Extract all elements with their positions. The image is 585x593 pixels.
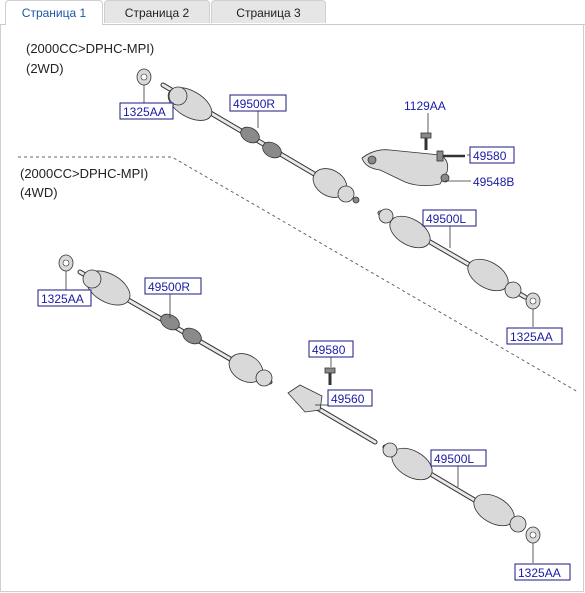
svg-text:49500L: 49500L xyxy=(426,212,466,226)
svg-text:1325AA: 1325AA xyxy=(510,330,553,344)
part-label-49500l-2wd[interactable]: 49500L xyxy=(422,209,477,227)
group-2wd-engine: (2000CC>DPHC-MPI) xyxy=(26,41,154,56)
tab-page-2[interactable]: Страница 2 xyxy=(104,0,210,23)
part-label-49500l-4wd[interactable]: 49500L xyxy=(430,449,487,467)
part-label-1129aa[interactable]: 1129AA xyxy=(404,99,446,113)
drive-shaft-left-2wd xyxy=(377,208,528,300)
part-label-49548b[interactable]: 49548B xyxy=(473,175,514,189)
hub-nut-2wd xyxy=(136,68,152,86)
svg-text:1325AA: 1325AA xyxy=(41,292,84,306)
svg-text:49580: 49580 xyxy=(473,149,507,163)
part-label-1325aa-4wd-left[interactable]: 1325AA xyxy=(514,563,571,581)
svg-text:49500R: 49500R xyxy=(148,280,190,294)
hub-nut-4wd-right xyxy=(58,254,74,272)
svg-text:49500R: 49500R xyxy=(233,97,275,111)
drive-shaft-left-4wd xyxy=(382,442,527,533)
part-label-49500r-4wd[interactable]: 49500R xyxy=(144,277,202,295)
group-4wd-engine: (2000CC>DPHC-MPI) xyxy=(20,166,148,181)
intermediate-shaft xyxy=(287,367,378,445)
svg-text:49548B: 49548B xyxy=(473,175,514,189)
part-label-49560[interactable]: 49560 xyxy=(327,389,373,407)
group-4wd-drive: (4WD) xyxy=(20,185,58,200)
group-2wd-drive: (2WD) xyxy=(26,61,64,76)
part-label-49580-intermediate[interactable]: 49580 xyxy=(308,340,354,358)
part-label-1325aa-2wd-right[interactable]: 1325AA xyxy=(119,102,174,120)
hub-nut-2wd-left xyxy=(525,292,541,310)
leader-lines xyxy=(65,85,534,563)
tab-page-1[interactable]: Страница 1 xyxy=(5,0,103,25)
svg-text:1325AA: 1325AA xyxy=(123,105,166,119)
drive-shaft-right-2wd xyxy=(160,82,360,204)
svg-text:49560: 49560 xyxy=(331,392,365,406)
part-label-1325aa-4wd-right[interactable]: 1325AA xyxy=(37,289,92,307)
tab-page-3[interactable]: Страница 3 xyxy=(211,0,326,23)
part-label-49500r-2wd[interactable]: 49500R xyxy=(229,94,287,112)
tab-bar: Страница 1 Страница 2 Страница 3 xyxy=(0,0,585,25)
part-label-1325aa-2wd-left[interactable]: 1325AA xyxy=(506,327,563,345)
hub-nut-4wd-left xyxy=(525,526,541,544)
drive-shaft-right-4wd xyxy=(77,269,273,387)
svg-text:1129AA: 1129AA xyxy=(404,99,446,113)
svg-text:1325AA: 1325AA xyxy=(518,566,561,580)
svg-text:49500L: 49500L xyxy=(434,452,474,466)
diagram-panel xyxy=(0,24,584,592)
part-label-49580-bracket[interactable]: 49580 xyxy=(469,146,515,164)
svg-text:49580: 49580 xyxy=(312,343,346,357)
bearing-bracket xyxy=(361,132,465,186)
